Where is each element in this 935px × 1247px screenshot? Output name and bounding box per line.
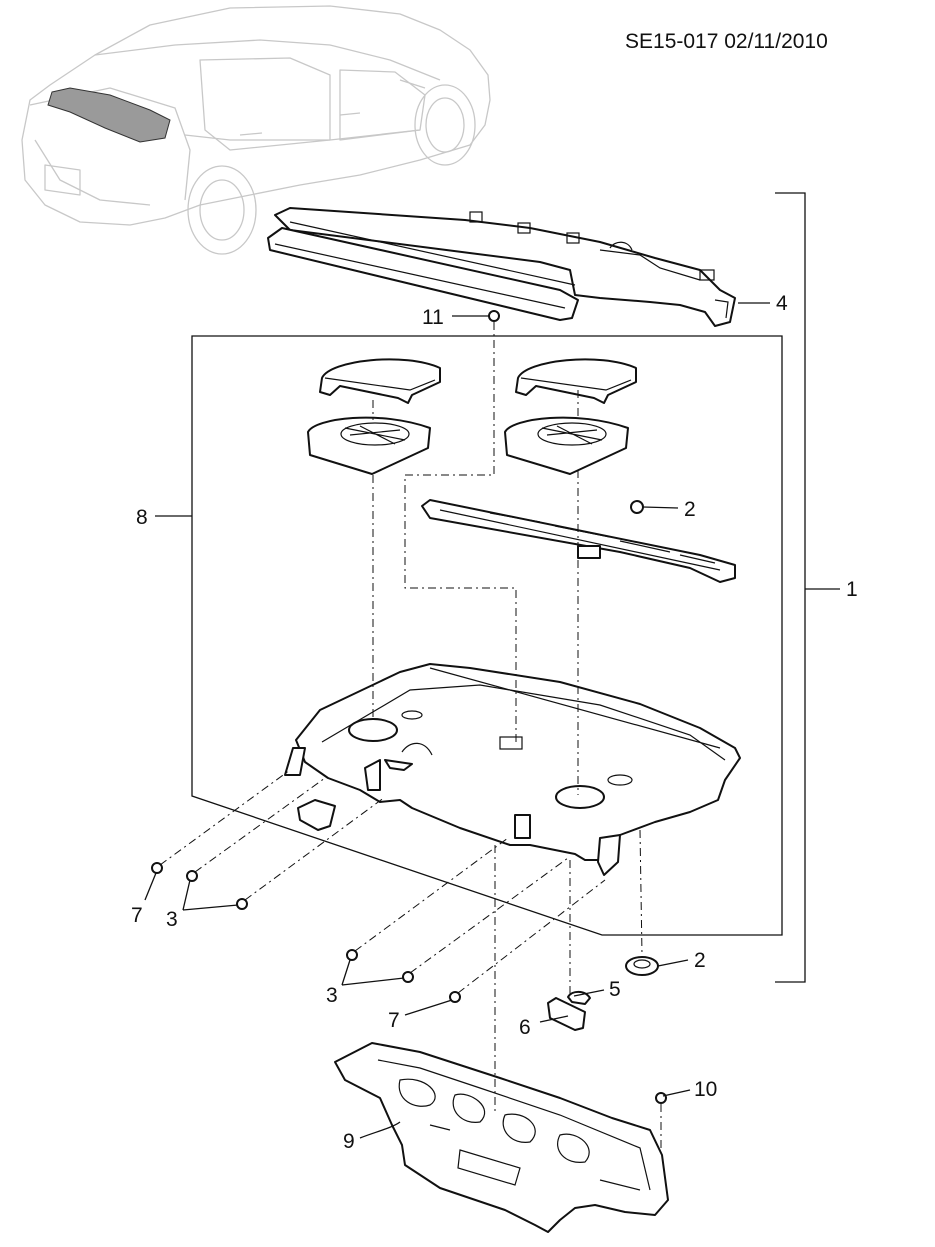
- callout-leaders: [144, 302, 770, 1139]
- high-mount-stop-lamp-bar: [421, 499, 736, 583]
- callout-2-upper: 2: [684, 498, 696, 521]
- callout-labels: 1 2 2 3 3 4 5 6 7 7 8 9 10 11: [131, 292, 858, 1153]
- part-8-rear-package-tray: [284, 663, 741, 876]
- part-2-speaker: [625, 956, 659, 976]
- callout-6: 6: [519, 1016, 531, 1039]
- callout-10: 10: [694, 1078, 717, 1101]
- fasteners: [151, 310, 667, 1104]
- callout-3-left: 3: [166, 908, 178, 931]
- callout-2-lower: 2: [694, 949, 706, 972]
- callout-9: 9: [343, 1130, 355, 1153]
- callout-1: 1: [846, 578, 858, 601]
- dashed-guide-lines: [159, 322, 662, 1150]
- part-6-lamp-housing: [547, 990, 591, 1031]
- speaker-cover-right: [504, 358, 637, 475]
- callout-4: 4: [776, 292, 788, 315]
- highlighted-rear-package-tray-icon: [47, 87, 171, 143]
- callout-11: 11: [422, 306, 444, 329]
- sub-assembly-outline-8: [191, 335, 783, 936]
- callout-5: 5: [609, 978, 621, 1001]
- part-4-rear-window-sunshade: [267, 207, 736, 327]
- callout-8: 8: [136, 506, 148, 529]
- part-9-floor-panel: [334, 1042, 669, 1233]
- assembly-bracket-1: [775, 192, 840, 983]
- callout-7-center: 7: [388, 1009, 400, 1032]
- callout-7-left: 7: [131, 904, 143, 927]
- diagram-reference: SE15-017 02/11/2010: [625, 30, 828, 53]
- callout-3-center: 3: [326, 984, 338, 1007]
- speaker-cover-left: [307, 358, 441, 475]
- locator-car-illustration: [21, 5, 491, 255]
